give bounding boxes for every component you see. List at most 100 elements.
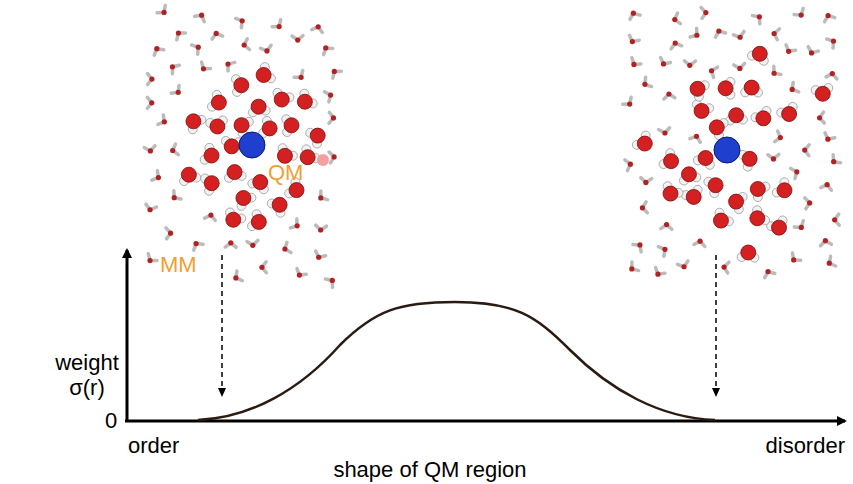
mm-water bbox=[149, 76, 154, 81]
mm-water bbox=[162, 119, 167, 124]
mm-water bbox=[694, 134, 699, 139]
mm-water bbox=[331, 154, 336, 159]
dashed-arrow bbox=[715, 255, 717, 396]
qm-water bbox=[815, 86, 830, 101]
qm-water bbox=[274, 92, 289, 107]
mm-water bbox=[681, 264, 686, 269]
mm-water bbox=[721, 264, 726, 269]
x-axis bbox=[125, 420, 845, 423]
qm-water bbox=[236, 191, 251, 206]
qm-water bbox=[251, 214, 266, 229]
mm-water bbox=[823, 238, 828, 243]
mm-water bbox=[170, 148, 175, 153]
mm-water bbox=[673, 41, 678, 46]
mm-water bbox=[771, 71, 776, 76]
mm-water bbox=[661, 61, 666, 66]
mm-water bbox=[316, 24, 321, 29]
mm-water bbox=[631, 11, 636, 16]
qm-water bbox=[709, 120, 724, 135]
axis-label: order bbox=[128, 433, 179, 458]
qm-water bbox=[637, 136, 652, 151]
qm-water bbox=[690, 81, 705, 96]
region-label: MM bbox=[160, 252, 197, 277]
qm-water bbox=[750, 211, 765, 226]
mm-water bbox=[827, 261, 832, 266]
qm-water bbox=[752, 46, 767, 61]
mm-water bbox=[331, 115, 336, 120]
mm-water bbox=[176, 90, 181, 95]
qm-water bbox=[253, 175, 268, 190]
mm-water bbox=[233, 275, 238, 280]
mm-water bbox=[297, 272, 302, 277]
mm-water bbox=[662, 130, 667, 135]
qm-water bbox=[210, 119, 225, 134]
mm-water bbox=[316, 255, 321, 260]
mm-water bbox=[318, 227, 323, 232]
mm-water bbox=[790, 87, 795, 92]
qm-water bbox=[663, 186, 678, 201]
mm-water bbox=[149, 100, 154, 105]
mm-water bbox=[225, 61, 230, 66]
region-label: QM bbox=[268, 160, 303, 185]
qm-water bbox=[284, 118, 299, 133]
mm-water bbox=[250, 243, 255, 248]
qm-water bbox=[226, 212, 241, 227]
mm-water bbox=[642, 82, 647, 87]
mm-water bbox=[277, 24, 282, 29]
mm-water bbox=[791, 257, 796, 262]
mm-water bbox=[630, 39, 635, 44]
mm-water bbox=[168, 231, 173, 236]
mm-water bbox=[666, 91, 671, 96]
mm-water bbox=[170, 64, 175, 69]
mm-water bbox=[662, 247, 667, 252]
mm-water bbox=[771, 156, 776, 161]
qm-water bbox=[181, 167, 196, 182]
mm-water bbox=[799, 225, 804, 230]
qm-water bbox=[227, 165, 242, 180]
mm-water bbox=[627, 101, 632, 106]
mm-water bbox=[631, 62, 636, 67]
qm-water bbox=[211, 95, 226, 110]
qm-water bbox=[272, 197, 287, 212]
mm-water bbox=[196, 45, 201, 50]
qm-water bbox=[729, 108, 744, 123]
mm-water bbox=[148, 148, 153, 153]
mm-water bbox=[825, 137, 830, 142]
mm-water bbox=[282, 246, 287, 251]
axis-label: shape of QM region bbox=[333, 457, 526, 482]
mm-water bbox=[172, 195, 177, 200]
qm-water bbox=[310, 128, 325, 143]
mm-water bbox=[832, 217, 837, 222]
qm-water bbox=[694, 103, 709, 118]
mm-water bbox=[147, 207, 152, 212]
mm-water bbox=[703, 10, 708, 15]
mm-water bbox=[628, 162, 633, 167]
qm-water bbox=[713, 213, 728, 228]
qm-water bbox=[204, 176, 219, 191]
mm-water bbox=[830, 71, 835, 76]
qm-water bbox=[744, 80, 759, 95]
mm-water bbox=[757, 14, 762, 19]
mm-water bbox=[807, 200, 812, 205]
mm-water bbox=[694, 33, 699, 38]
mm-water bbox=[264, 48, 269, 53]
mm-water bbox=[709, 68, 714, 73]
mm-water bbox=[817, 115, 822, 120]
mm-water bbox=[259, 265, 264, 270]
qm-water bbox=[742, 151, 757, 166]
mm-water bbox=[323, 45, 328, 50]
mm-water bbox=[318, 195, 323, 200]
mm-water bbox=[214, 31, 219, 36]
mm-water bbox=[778, 135, 783, 140]
mm-water bbox=[664, 222, 669, 227]
qm-water bbox=[686, 189, 701, 204]
dashed-arrow bbox=[221, 255, 223, 396]
qm-water bbox=[317, 154, 329, 166]
qm-water bbox=[708, 178, 723, 193]
mm-water bbox=[716, 28, 721, 33]
qm-water bbox=[777, 183, 792, 198]
mm-water bbox=[295, 38, 300, 43]
mm-water bbox=[809, 50, 814, 55]
qm-water bbox=[234, 78, 249, 93]
qm-water bbox=[204, 148, 219, 163]
